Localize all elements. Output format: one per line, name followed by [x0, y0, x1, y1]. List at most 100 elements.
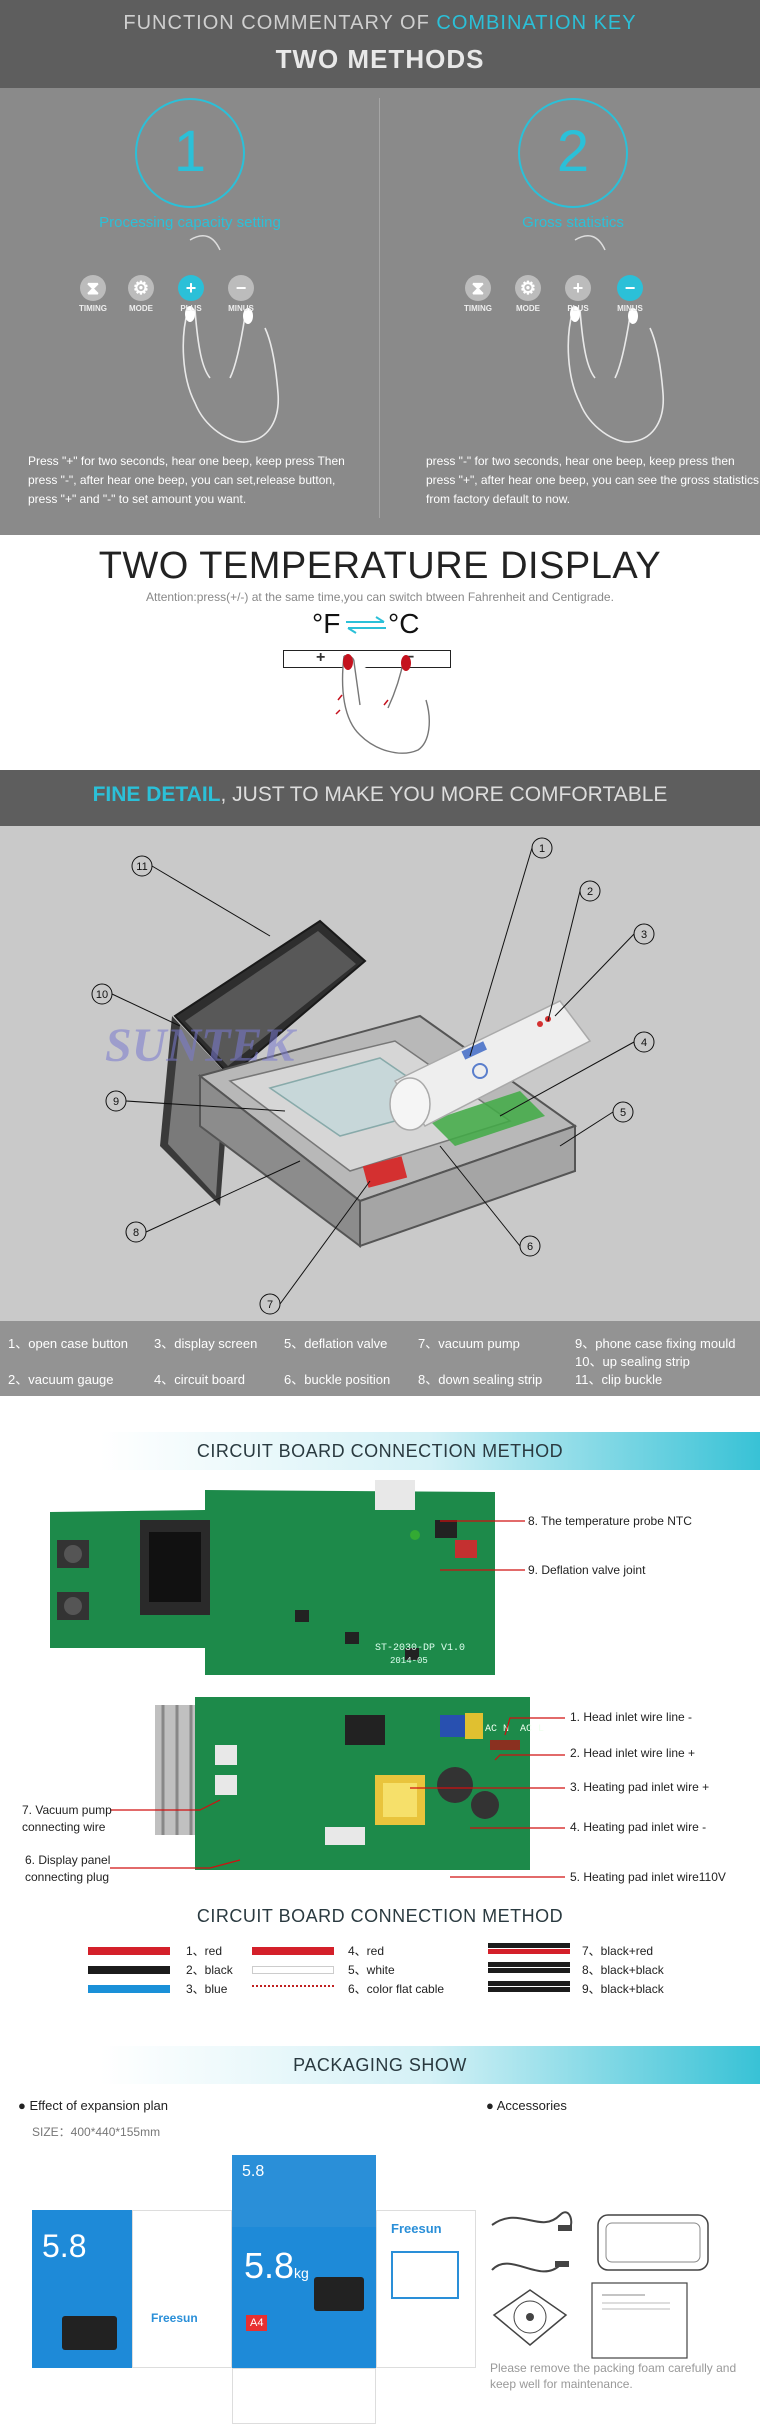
fine-detail-header: FINE DETAIL, JUST TO MAKE YOU MORE COMFO…	[0, 770, 760, 826]
mode-label: MODE	[129, 304, 153, 313]
board-ac-n: AC N	[485, 1724, 509, 1735]
callout-8: 8	[133, 1227, 139, 1239]
wire-swatch-4	[252, 1947, 334, 1955]
timing-label: TIMING	[79, 304, 107, 313]
wire-label-6: 6、color flat cable	[348, 1982, 445, 1996]
fine-detail-legend: 1、open case button 3、display screen 5、de…	[0, 1321, 760, 1396]
box-product-image	[314, 2277, 364, 2311]
fine-detail-title: FINE DETAIL, JUST TO MAKE YOU MORE COMFO…	[92, 783, 668, 806]
note-vacuum-pump-wire: 7. Vacuum pump connecting wire	[22, 1803, 112, 1834]
box-weight-left: 5.8	[42, 2228, 87, 2264]
wire-label-3: 3、blue	[186, 1982, 228, 1996]
wire-swatch-3	[88, 1985, 170, 1993]
wire-swatch-7	[488, 1943, 570, 1954]
wire-swatch-8	[488, 1962, 570, 1973]
callout-7: 7	[267, 1299, 273, 1311]
plus-label: PLUS	[567, 304, 589, 313]
wire-swatch-6	[252, 1985, 334, 1991]
note-heating-pad-110v: 5. Heating pad inlet wire110V	[570, 1870, 726, 1884]
celsius-label: °C	[388, 608, 420, 639]
box-side-right: Freesun	[376, 2210, 476, 2368]
legend-item-5: 5、deflation valve	[284, 1336, 388, 1351]
callout-5: 5	[620, 1107, 626, 1119]
mode-gear-icon: ⚙	[128, 275, 154, 301]
wire-swatch-1	[88, 1947, 170, 1955]
wire-swatch-9	[488, 1981, 570, 1992]
packaging-section-title: PACKAGING SHOW	[293, 2055, 467, 2075]
plus-label: PLUS	[180, 304, 202, 313]
board-model-text: ST-2030-DP V1.0	[375, 1643, 465, 1654]
timing-icon: ⧗	[80, 275, 106, 301]
power-board-photo: AC N AC L	[155, 1697, 544, 1870]
minus-label: MINUS	[228, 304, 254, 313]
minus-sign: −	[405, 649, 415, 666]
two-finger-press-illustration	[335, 654, 430, 754]
callout-11: 11	[136, 861, 147, 873]
watermark-text: SUNTEK	[105, 1019, 297, 1072]
wire-label-1: 1、red	[186, 1944, 223, 1958]
method-1-hand-illustration	[182, 235, 280, 443]
box-brand-right: Freesun	[391, 2221, 442, 2236]
product-detail-image: 11 1 2 3 10 4 9 5 8 6 7 SUNTEK	[0, 826, 760, 1321]
minus-key-icon: −	[617, 275, 643, 301]
box-product-image	[62, 2316, 117, 2350]
two-methods-header	[0, 0, 760, 88]
timing-icon: ⧗	[465, 275, 491, 301]
method-2-title: Gross statistics	[522, 214, 624, 231]
box-bottom-flap	[232, 2368, 376, 2424]
wire-swatch-2	[88, 1966, 170, 1974]
callout-3: 3	[641, 929, 647, 941]
temperature-attention-note: Attention:press(+/-) at the same time,yo…	[146, 590, 614, 604]
method-2-description: press "-" for two seconds, hear one beep…	[426, 454, 760, 506]
box-diagram	[391, 2251, 459, 2299]
note-deflation-valve: 9. Deflation valve joint	[528, 1563, 646, 1577]
top-board-pointers	[440, 1520, 525, 1571]
note-heating-pad-plus: 3. Heating pad inlet wire +	[570, 1780, 710, 1794]
board-ac-l: AC L	[520, 1724, 544, 1735]
legend-item-3: 3、display screen	[154, 1336, 258, 1351]
box-size-badge: A4	[246, 2315, 268, 2331]
wire-label-8: 8、black+black	[582, 1963, 664, 1977]
callout-1: 1	[539, 843, 545, 855]
accessories-illustration	[491, 2211, 709, 2359]
callout-10: 10	[96, 989, 108, 1001]
callout-9: 9	[113, 1096, 119, 1108]
method-1-number: 1	[135, 98, 245, 208]
note-head-inlet-minus: 1. Head inlet wire line -	[570, 1710, 693, 1724]
box-front: 5.8kg A4	[232, 2227, 376, 2368]
method-1-description: Press "+" for two seconds, hear one beep…	[28, 454, 345, 506]
method-2-number: 2	[518, 98, 628, 208]
packaging-title-band	[100, 2046, 760, 2084]
wire-swatch-5	[252, 1966, 334, 1974]
legend-item-2: 2、vacuum gauge	[8, 1372, 114, 1387]
mode-label: MODE	[516, 304, 540, 313]
box-side-left: 5.8	[32, 2210, 132, 2368]
box-weight-small: 5.8	[242, 2163, 265, 2180]
wire-label-7: 7、black+red	[582, 1944, 654, 1958]
temperature-key-bar	[283, 650, 451, 668]
circuit-title-band	[100, 1432, 760, 1470]
temperature-display-title: TWO TEMPERATURE DISPLAY	[98, 545, 662, 587]
plus-sign: +	[316, 649, 326, 666]
legend-item-10: 10、up sealing strip	[575, 1354, 690, 1369]
legend-item-7: 7、vacuum pump	[418, 1336, 520, 1351]
expansion-plan-label: ● Effect of expansion plan	[18, 2098, 168, 2113]
note-heating-pad-minus: 4. Heating pad inlet wire -	[570, 1820, 707, 1834]
callout-6: 6	[527, 1241, 533, 1253]
note-temperature-probe: 8. The temperature probe NTC	[528, 1514, 692, 1528]
wire-label-5: 5、white	[348, 1963, 395, 1977]
wire-label-9: 9、black+black	[582, 1982, 664, 1996]
wire-label-2: 2、black	[186, 1963, 233, 1977]
legend-item-4: 4、circuit board	[154, 1372, 246, 1387]
vacuum-machine-diagram: 11 1 2 3 10 4 9 5 8 6 7 SUNTEK	[91, 837, 655, 1315]
bottom-board-pointers	[110, 1717, 565, 1878]
circuit-section-title-2: CIRCUIT BOARD CONNECTION METHOD	[196, 1906, 564, 1926]
box-top-flap: 5.8	[232, 2155, 376, 2227]
package-size: SIZE：400*440*155mm	[32, 2125, 161, 2139]
wire-label-4: 4、red	[348, 1944, 385, 1958]
minus-key-icon: −	[228, 275, 254, 301]
accessories-label: ● Accessories	[486, 2098, 567, 2113]
callout-4: 4	[641, 1037, 647, 1049]
legend-item-1: 1、open case button	[8, 1336, 128, 1351]
circuit-section-title: CIRCUIT BOARD CONNECTION METHOD	[196, 1441, 564, 1461]
